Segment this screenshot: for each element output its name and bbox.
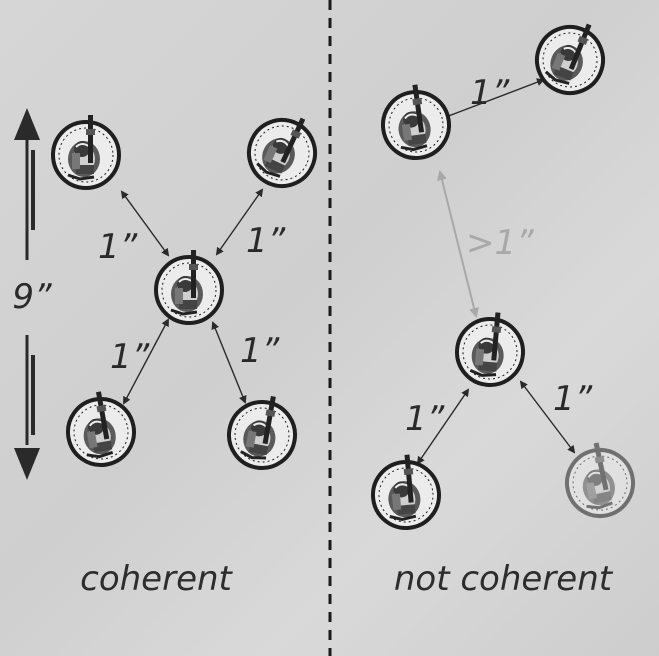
height-label: 9” (12, 277, 52, 317)
down-arrow-icon (14, 448, 40, 480)
soldier-miniature-icon (154, 248, 224, 325)
soldier-miniature-icon (375, 78, 456, 165)
coherent-group: 1” 1” 1” 1” (51, 100, 331, 476)
distance-out-of-range-label: >1” (466, 223, 534, 263)
soldier-miniature-icon (51, 113, 121, 190)
soldier-miniature-icon (525, 8, 618, 105)
caption-not-coherent: not coherent (394, 559, 614, 599)
not-coherent-group: 1” >1” 1” 1” (367, 8, 642, 533)
distance-label: 1” (553, 379, 593, 419)
distance-label: 1” (98, 227, 138, 267)
height-indicator (14, 108, 40, 480)
distance-label: 1” (470, 73, 510, 113)
soldier-miniature-icon (236, 100, 331, 199)
up-arrow-icon (14, 108, 40, 140)
soldier-miniature-icon (59, 384, 142, 473)
distance-label: 1” (405, 399, 445, 439)
soldier-miniature-icon (221, 387, 304, 476)
distance-label: 1” (110, 337, 150, 377)
distance-label: 1” (246, 221, 286, 261)
caption-coherent: coherent (80, 559, 233, 599)
soldier-miniature-icon (452, 307, 529, 390)
distance-label: 1” (240, 331, 280, 371)
soldier-miniature-icon (367, 450, 444, 533)
soldier-miniature-icon (557, 435, 642, 525)
